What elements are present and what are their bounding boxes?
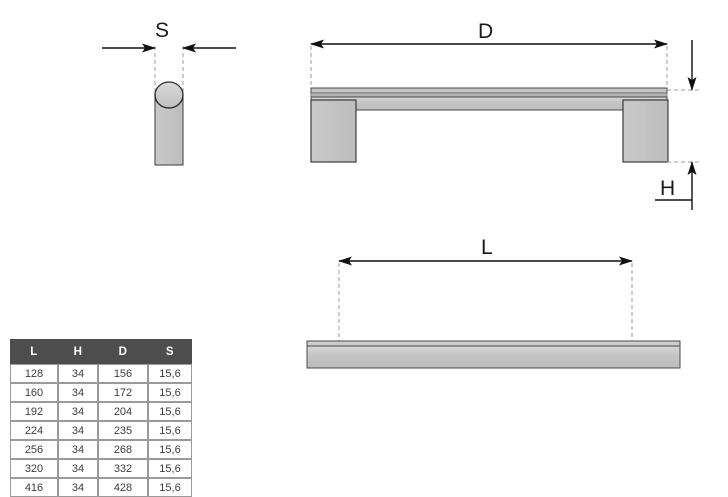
table-cell-h: 34 (58, 364, 98, 383)
table-header-h: H (58, 339, 98, 364)
table-cell-h: 34 (58, 421, 98, 440)
table-cell-l: 416 (10, 478, 58, 497)
table-cell-l: 320 (10, 459, 58, 478)
dimension-label-h: H (660, 177, 676, 200)
table-header-d: D (98, 339, 148, 364)
front-view-d-h (310, 39, 700, 210)
table-cell-d: 235 (98, 421, 148, 440)
mounting-post-right (622, 99, 669, 163)
table-cell-d: 332 (98, 459, 148, 478)
table-cell-h: 34 (58, 402, 98, 421)
table-cell-d: 156 (98, 364, 148, 383)
handle-rail-upper (310, 87, 668, 94)
post-cut-curve (154, 94, 184, 109)
table-cell-d: 268 (98, 440, 148, 459)
technical-drawing-canvas (102, 39, 700, 369)
table-header-row: L H D S (10, 339, 192, 364)
table-cell-l: 160 (10, 383, 58, 402)
table-cell-l: 192 (10, 402, 58, 421)
dimension-label-s: S (155, 19, 170, 42)
table-cell-s: 15,6 (148, 459, 192, 478)
dimension-label-d: D (478, 20, 494, 43)
table-cell-d: 172 (98, 383, 148, 402)
table-cell-s: 15,6 (148, 364, 192, 383)
top-view-bar-body (306, 345, 681, 369)
table-cell-s: 15,6 (148, 421, 192, 440)
table-cell-h: 34 (58, 383, 98, 402)
handle-rail-lower (310, 96, 668, 111)
table-cell-d: 428 (98, 478, 148, 497)
top-view-bar-edge (306, 340, 681, 347)
handle-rail-mid (310, 92, 668, 98)
table-cell-s: 15,6 (148, 383, 192, 402)
table-cell-l: 128 (10, 364, 58, 383)
mounting-post-left (310, 99, 357, 163)
table-cell-s: 15,6 (148, 402, 192, 421)
table-cell-s: 15,6 (148, 440, 192, 459)
dimension-label-l: L (481, 236, 493, 259)
table-cell-h: 34 (58, 440, 98, 459)
table-cell-d: 204 (98, 402, 148, 421)
table-cell-h: 34 (58, 459, 98, 478)
table-header-l: L (10, 339, 58, 364)
table-cell-l: 256 (10, 440, 58, 459)
section-view-s (102, 43, 236, 166)
table-header-s: S (148, 339, 192, 364)
top-view-l (306, 256, 681, 369)
table-cell-h: 34 (58, 478, 98, 497)
table-cell-l: 224 (10, 421, 58, 440)
table-cell-s: 15,6 (148, 478, 192, 497)
